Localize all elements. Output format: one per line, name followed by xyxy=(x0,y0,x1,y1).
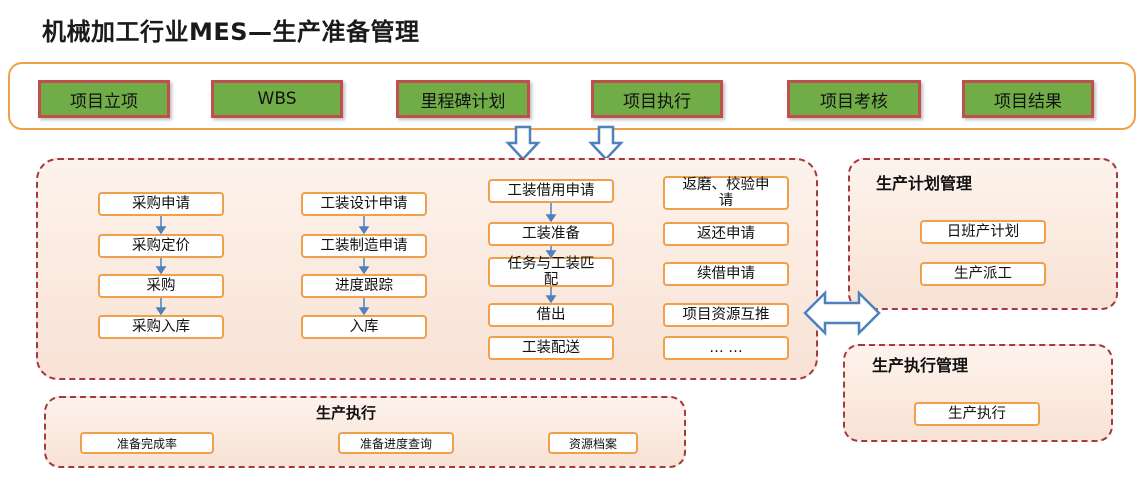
flow-step-project-result[interactable]: 项目结果 xyxy=(962,80,1094,118)
flow-step-project-assessment[interactable]: 项目考核 xyxy=(787,80,921,118)
production-execution-title: 生产执行管理 xyxy=(872,356,969,375)
preparation-completion-rate-box[interactable]: 准备完成率 xyxy=(80,432,214,454)
tooling-manufacture-request-box[interactable]: 工装制造申请 xyxy=(301,234,427,258)
tooling-storage-box[interactable]: 入库 xyxy=(301,315,427,339)
bottom-execution-title: 生产执行 xyxy=(316,404,377,422)
tooling-borrow-request-box[interactable]: 工装借用申请 xyxy=(488,179,614,203)
flow-step-project-execution[interactable]: 项目执行 xyxy=(591,80,723,118)
tooling-preparation-box[interactable]: 工装准备 xyxy=(488,222,614,246)
flow-step-project-initiation[interactable]: 项目立项 xyxy=(38,80,170,118)
down-arrow-icon xyxy=(588,125,624,161)
flow-step-wbs[interactable]: WBS xyxy=(211,80,343,118)
procurement-box[interactable]: 采购 xyxy=(98,274,224,298)
preparation-progress-query-box[interactable]: 准备进度查询 xyxy=(338,432,454,454)
lend-out-box[interactable]: 借出 xyxy=(488,303,614,327)
production-plan-title: 生产计划管理 xyxy=(876,174,973,193)
progress-tracking-box[interactable]: 进度跟踪 xyxy=(301,274,427,298)
regrind-calibration-request-box[interactable]: 返磨、校验申请 xyxy=(663,176,789,210)
bidirectional-arrow-icon xyxy=(803,289,881,337)
renew-borrow-request-box[interactable]: 续借申请 xyxy=(663,262,789,286)
tooling-delivery-box[interactable]: 工装配送 xyxy=(488,336,614,360)
procurement-pricing-box[interactable]: 采购定价 xyxy=(98,234,224,258)
down-arrow-icon xyxy=(505,125,541,161)
page-title: 机械加工行业MES—生产准备管理 xyxy=(42,18,420,46)
procurement-storage-box[interactable]: 采购入库 xyxy=(98,315,224,339)
production-execution-box[interactable]: 生产执行 xyxy=(914,402,1040,426)
daily-shift-plan-box[interactable]: 日班产计划 xyxy=(920,220,1046,244)
more-items-box[interactable]: … … xyxy=(663,336,789,360)
production-dispatch-box[interactable]: 生产派工 xyxy=(920,262,1046,286)
task-tooling-match-box[interactable]: 任务与工装匹配 xyxy=(488,256,614,288)
tooling-design-request-box[interactable]: 工装设计申请 xyxy=(301,192,427,216)
resource-push-box[interactable]: 项目资源互推 xyxy=(663,303,789,327)
resource-archive-box[interactable]: 资源档案 xyxy=(548,432,638,454)
flow-step-milestone-plan[interactable]: 里程碑计划 xyxy=(396,80,530,118)
return-request-box[interactable]: 返还申请 xyxy=(663,222,789,246)
project-flow-band xyxy=(8,62,1136,130)
procurement-request-box[interactable]: 采购申请 xyxy=(98,192,224,216)
